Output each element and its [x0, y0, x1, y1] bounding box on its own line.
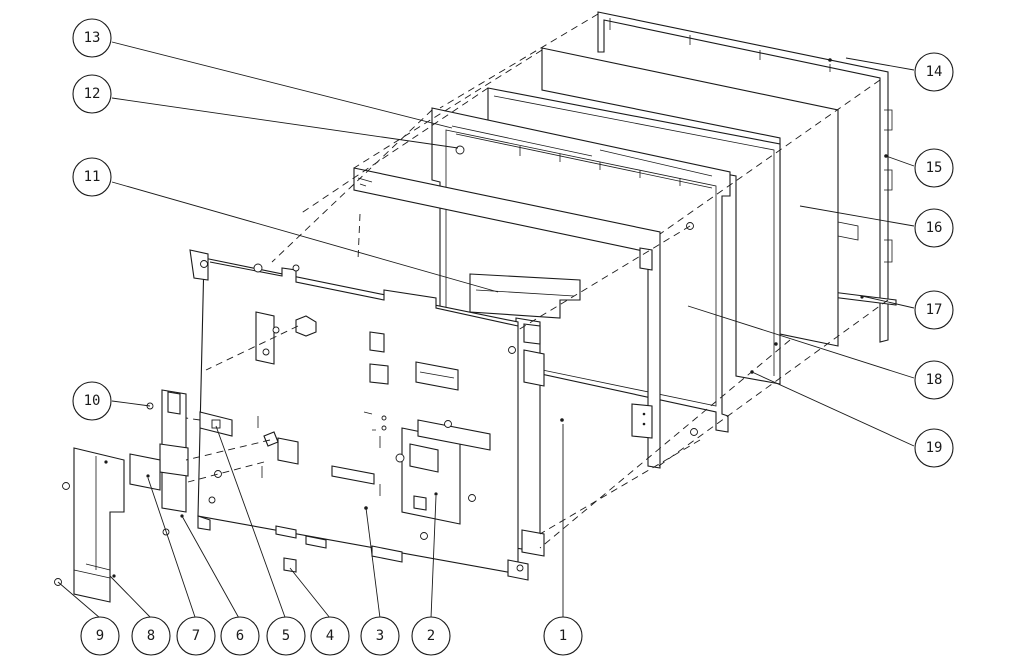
callout-balloon-5: 5: [266, 616, 306, 656]
callout-balloon-14: 14: [914, 52, 954, 92]
callout-label: 17: [926, 302, 943, 318]
callout-circle: [360, 616, 400, 656]
callout-balloon-7: 7: [176, 616, 216, 656]
part-5-pad: [199, 411, 233, 437]
callout-balloon-11: 11: [72, 157, 112, 197]
callout-circle: [220, 616, 260, 656]
callout-label: 9: [96, 628, 104, 644]
callout-circle: [914, 208, 954, 248]
callout-balloon-1: 1: [543, 616, 583, 656]
callout-label: 3: [376, 628, 384, 644]
screw-icon: [62, 482, 70, 490]
callout-balloon-2: 2: [411, 616, 451, 656]
callout-label: 11: [84, 169, 101, 185]
callout-circle: [72, 74, 112, 114]
callout-balloon-18: 18: [914, 360, 954, 400]
callout-label: 15: [926, 160, 943, 176]
leader-lines: [57, 41, 915, 630]
part-1-chassis-flange: [515, 317, 564, 557]
callout-circle: [543, 616, 583, 656]
part-6-bracket-board: [159, 389, 189, 518]
callout-balloon-17: 17: [914, 290, 954, 330]
callout-balloon-10: 10: [72, 381, 112, 421]
callout-balloon-3: 3: [360, 616, 400, 656]
callout-circle: [914, 360, 954, 400]
callout-circle: [914, 428, 954, 468]
part-8-side-bracket: [73, 447, 125, 603]
callout-circle: [72, 381, 112, 421]
callout-label: 7: [192, 628, 200, 644]
callout-balloon-4: 4: [310, 616, 350, 656]
callout-circle: [914, 52, 954, 92]
callout-label: 14: [926, 64, 943, 80]
callout-label: 12: [84, 86, 101, 102]
callout-balloon-13: 13: [72, 18, 112, 58]
callout-balloon-8: 8: [131, 616, 171, 656]
callout-label: 18: [926, 372, 943, 388]
callout-label: 4: [326, 628, 334, 644]
callout-balloon-19: 19: [914, 428, 954, 468]
callout-balloon-9: 9: [80, 616, 120, 656]
part-11-shield-plate: [353, 167, 661, 469]
callout-balloon-6: 6: [220, 616, 260, 656]
callout-circle: [176, 616, 216, 656]
callout-label: 16: [926, 220, 943, 236]
part-2-sub-board: [395, 419, 491, 540]
callout-circle: [72, 157, 112, 197]
part-14-rear-frame: [597, 11, 893, 343]
callout-label: 2: [427, 628, 435, 644]
callout-circle: [131, 616, 171, 656]
callout-circle: [266, 616, 306, 656]
callout-label: 10: [84, 393, 101, 409]
part-4-clip: [283, 557, 297, 573]
assembly-dashed-lines: [185, 13, 889, 549]
callout-circle: [72, 18, 112, 58]
callout-balloon-15: 15: [914, 148, 954, 188]
callout-circle: [80, 616, 120, 656]
callout-label: 5: [282, 628, 290, 644]
callout-circle: [914, 148, 954, 188]
callout-label: 8: [147, 628, 155, 644]
callout-label: 19: [926, 440, 943, 456]
callout-circle: [914, 290, 954, 330]
callout-circle: [411, 616, 451, 656]
callout-label: 13: [84, 30, 101, 46]
callout-balloon-12: 12: [72, 74, 112, 114]
callout-balloon-16: 16: [914, 208, 954, 248]
part-7-card: [129, 453, 161, 491]
callout-label: 6: [236, 628, 244, 644]
callout-circle: [310, 616, 350, 656]
callout-label: 1: [559, 628, 567, 644]
